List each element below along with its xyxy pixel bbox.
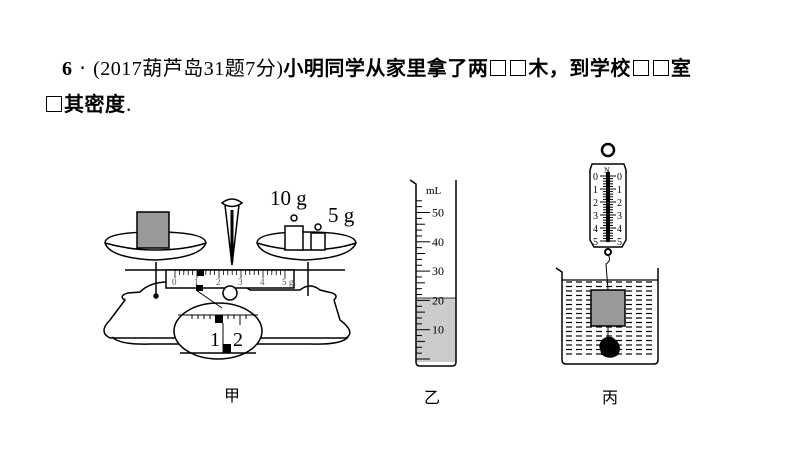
spring-scale-label: 3 [593, 211, 598, 222]
spring-scale-unit: N [604, 166, 610, 175]
missing-char-box [652, 60, 669, 76]
weight-10g [284, 225, 304, 251]
stem-part-1: 小明同学从家里拿了两 [283, 56, 489, 80]
stem-part-2: 木，到学校 [528, 56, 631, 80]
caption-bing: 丙 [602, 388, 619, 407]
rider [197, 270, 204, 276]
question-number: 6 [62, 58, 73, 80]
weight-label-5g: 5 g [328, 203, 355, 227]
stem-part-3: 室 [670, 56, 692, 80]
spring-scale-label: 5 [593, 237, 598, 248]
missing-char-box [46, 96, 62, 112]
cylinder-figure: mL 50 40 30 20 10 [409, 179, 457, 367]
spring-scale-label: 5 [617, 237, 622, 248]
spring-scale-label: 4 [617, 224, 622, 235]
question-line-1: 6 · (2017葫芦岛31题7分)小明同学从家里拿了两 木，到学校 室 [62, 52, 691, 81]
weight-5g [310, 232, 326, 251]
caption-jia: 甲 [224, 386, 241, 405]
beam-scale-label: 5 [282, 277, 287, 287]
beaker-figure: N 0 0 1 1 2 2 3 3 4 4 5 5 [555, 142, 659, 365]
cylinder-scale-label: 10 [432, 323, 444, 337]
spring-scale-label: 2 [593, 198, 598, 209]
beam-scale-label: g [289, 277, 294, 287]
beam-scale-label: 2 [216, 277, 221, 287]
missing-char-box [510, 60, 527, 76]
sinker [599, 336, 620, 358]
cylinder-unit: mL [426, 185, 442, 197]
spring-scale-label: 2 [617, 198, 622, 209]
missing-char-box [632, 60, 649, 76]
beam-scale-label: 3 [238, 277, 243, 287]
spring-scale-label: 3 [617, 211, 622, 222]
spring-scale-label: 0 [617, 172, 622, 183]
cylinder-scale-label: 40 [432, 235, 444, 249]
spring-scale-label: 1 [617, 185, 622, 196]
stem-part-4: 其密度 [64, 92, 126, 116]
spring-scale-label: 1 [593, 185, 598, 196]
question-line-2: 其密度. [44, 88, 132, 117]
beam-scale-label: 0 [172, 277, 177, 287]
missing-char-box [490, 60, 507, 76]
cylinder-scale-label: 30 [432, 264, 444, 278]
question-source: (2017葫芦岛31题7分) [93, 58, 284, 80]
zoom-label-2: 2 [233, 329, 243, 351]
zoom-label-1: 1 [210, 329, 220, 351]
spring-scale-label: 0 [593, 172, 598, 183]
beam-scale-label: 4 [260, 277, 265, 287]
period: . [125, 92, 133, 116]
spring-scale-label: 4 [593, 224, 598, 235]
submerged-block [590, 289, 626, 327]
caption-yi: 乙 [424, 388, 441, 407]
beam-scale-label: 1 [194, 277, 199, 287]
weight-label-10g: 10 g [270, 186, 307, 210]
separator: · [79, 56, 87, 80]
wood-block [136, 211, 170, 249]
cylinder-scale-label: 50 [432, 206, 444, 220]
cylinder-scale-label: 20 [432, 293, 444, 307]
